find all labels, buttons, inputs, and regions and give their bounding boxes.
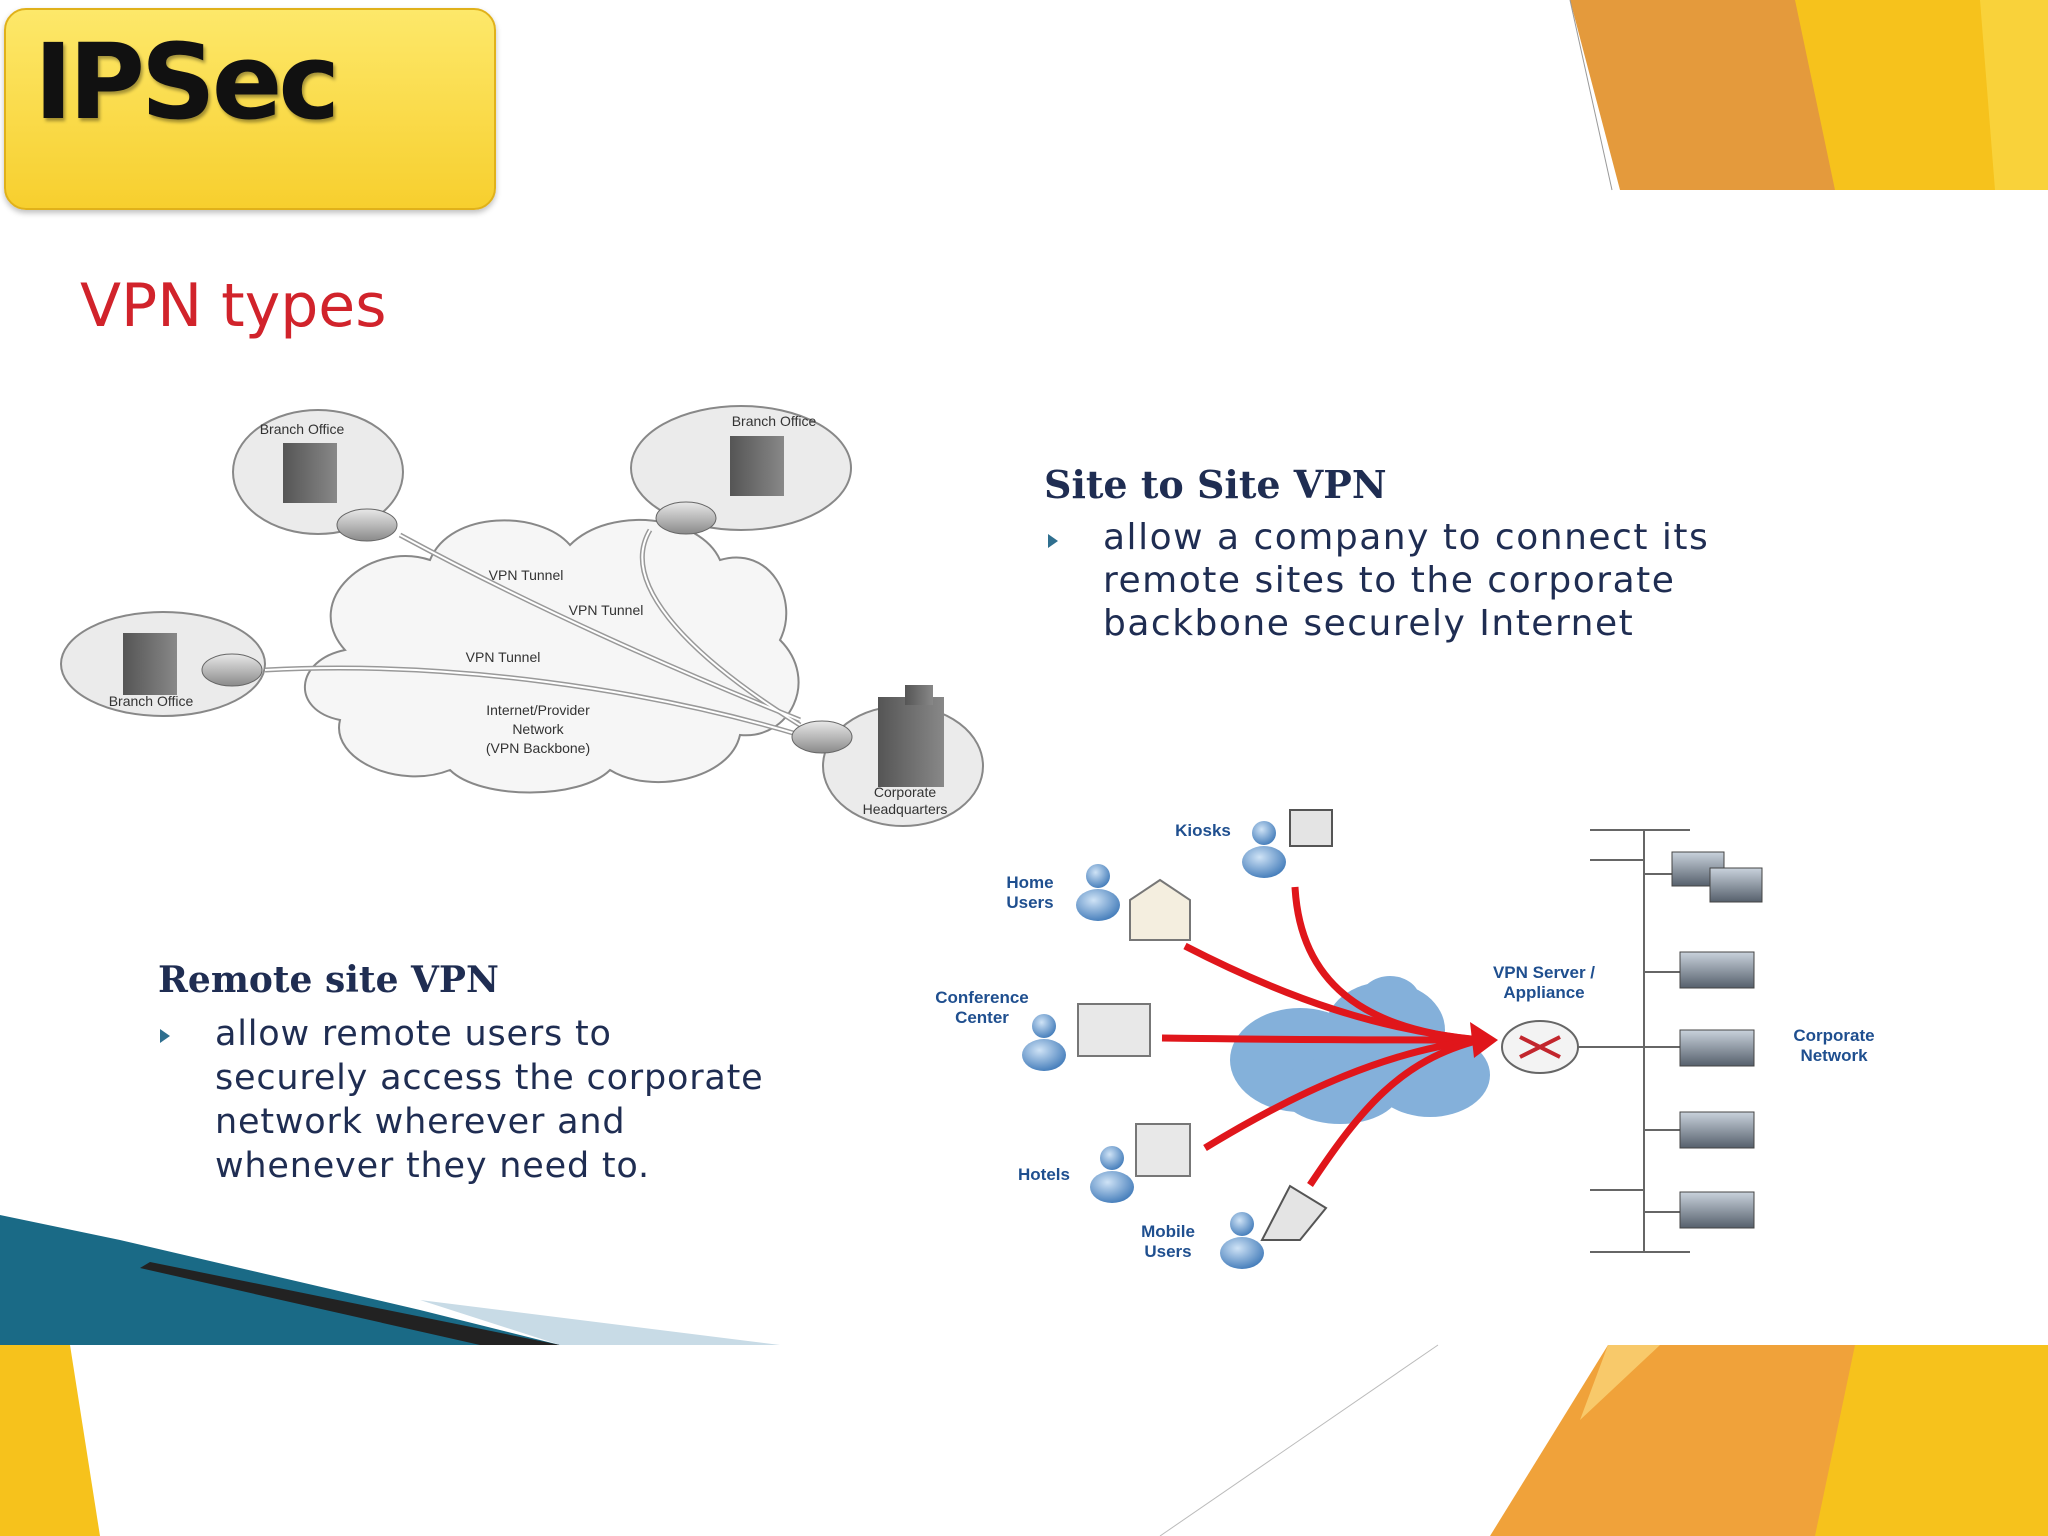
server-icon [1709, 867, 1763, 903]
bottom-left-teal-shape [0, 1215, 560, 1345]
vpn-tunnel-label: VPN Tunnel [569, 602, 644, 618]
server-icon [1679, 1111, 1755, 1149]
bottom-left-yellow-shape [0, 1345, 100, 1536]
mobile-user-icon [1220, 1212, 1264, 1269]
router-arrows-icon [1519, 1035, 1561, 1059]
mobile-users-label-line1: Mobile [1141, 1222, 1195, 1241]
remote-site-heading: Remote site VPN [158, 959, 499, 1001]
vpn-server-label-line1: VPN Server / [1493, 963, 1595, 982]
arrow-line [1307, 1036, 1481, 1187]
mobile-users-label-line2: Users [1144, 1242, 1191, 1261]
building-icon [905, 685, 933, 705]
corporate-network-bus [1570, 829, 1690, 1253]
subtitle-vpn-types: VPN types [80, 271, 387, 341]
bullet-arrow-icon [1048, 534, 1058, 548]
building-icon [283, 443, 337, 503]
conference-building-icon [1077, 1003, 1151, 1057]
hotels-user-icon [1090, 1146, 1134, 1203]
laptop-icon [1260, 1184, 1328, 1241]
top-right-orange-shape [1570, 0, 1835, 190]
building-icon [123, 633, 177, 695]
bottom-right-light-shape [1580, 1345, 1660, 1420]
server-icon [1679, 1191, 1755, 1229]
hotel-building-icon [1135, 1123, 1191, 1177]
vpn-tunnel-label: VPN Tunnel [466, 649, 541, 665]
site-to-site-description: allow a company to connect its remote si… [1103, 517, 1710, 644]
cloud-label-line1: Internet/Provider [486, 702, 590, 718]
home-users-label-line1: Home [1006, 873, 1053, 892]
building-icon [730, 436, 784, 496]
vpn-server-label-line2: Appliance [1503, 983, 1584, 1002]
branch-office-label: Branch Office [732, 413, 817, 429]
bottom-left-pale-stripe [420, 1300, 780, 1345]
bullet-arrow-icon [160, 1029, 170, 1043]
conference-center-label-line1: Conference [935, 988, 1029, 1007]
bottom-right-yellow-shape [1815, 1345, 2048, 1536]
vpn-tunnel-label: VPN Tunnel [489, 567, 564, 583]
bottom-thin-line [1159, 1344, 1439, 1536]
conference-user-icon [1022, 1014, 1066, 1071]
hotels-label: Hotels [1018, 1165, 1070, 1184]
arrow-line [1203, 1036, 1481, 1151]
home-users-label-line2: Users [1006, 893, 1053, 912]
arrow-head [1470, 1022, 1498, 1058]
kiosks-label: Kiosks [1175, 821, 1231, 840]
server-icon [1679, 1029, 1755, 1067]
home-user-icon [1076, 864, 1120, 921]
internet-cloud [303, 519, 800, 794]
corporate-network-label-line1: Corporate [1793, 1026, 1874, 1045]
cloud-label-line3: (VPN Backbone) [486, 740, 590, 756]
top-right-light-shape [1980, 0, 2048, 190]
cloud-label-line2: Network [512, 721, 564, 737]
hq-label-line1: Corporate [874, 784, 936, 800]
hq-label-line2: Headquarters [863, 801, 948, 817]
corporate-network-label-line2: Network [1800, 1046, 1868, 1065]
arrow-line [1161, 1034, 1481, 1044]
router-icon [336, 508, 398, 542]
bottom-left-dark-stripe [140, 1262, 560, 1345]
remote-site-description: allow remote users to securely access th… [215, 1014, 764, 1186]
kiosk-monitor-icon [1289, 809, 1333, 847]
slide-title: IPSec [34, 21, 340, 143]
site-to-site-heading: Site to Site VPN [1044, 462, 1387, 507]
router-icon [201, 653, 263, 687]
building-icon [878, 697, 944, 787]
conference-center-label-line2: Center [955, 1008, 1009, 1027]
top-right-thin-line [1569, 0, 1613, 191]
arrow-line [1183, 942, 1481, 1044]
branch-office-label: Branch Office [260, 421, 345, 437]
router-icon [655, 501, 717, 535]
branch-office-label: Branch Office [109, 693, 194, 709]
house-icon [1129, 878, 1191, 941]
kiosks-user-icon [1242, 821, 1286, 878]
router-icon [791, 720, 853, 754]
server-icon [1679, 951, 1755, 989]
title-box [4, 8, 496, 210]
connection-arrows [1161, 886, 1481, 1187]
